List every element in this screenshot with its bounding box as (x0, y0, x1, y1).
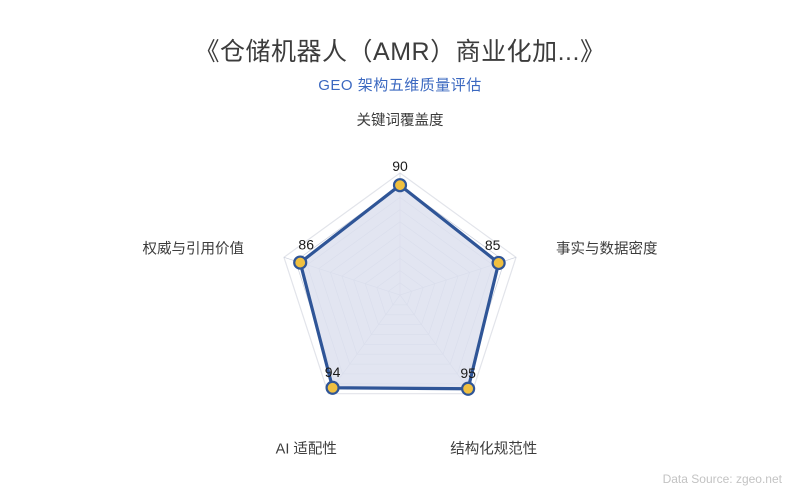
radar-value-label: 86 (298, 237, 314, 253)
radar-grid-ring (283, 172, 517, 395)
page-subtitle: GEO 架构五维质量评估 (318, 77, 482, 94)
radar-data-point[interactable] (491, 255, 506, 271)
radar-value-label: 85 (485, 237, 501, 253)
radar-data-point[interactable] (325, 380, 340, 395)
radar-value-label: 90 (392, 158, 408, 174)
page-title: 《仓储机器人（AMR）商业化加...》 (194, 38, 606, 66)
radar-data-point[interactable] (293, 255, 308, 270)
radar-axis-label: AI 适配性 (276, 441, 337, 458)
radar-series-polygon (298, 183, 501, 391)
radar-data-point[interactable] (392, 178, 408, 193)
radar-axis-label: 关键词覆盖度 (357, 112, 444, 129)
radar-axis-label: 事实与数据密度 (556, 240, 658, 257)
radar-series-area (298, 183, 501, 391)
data-source-label: Data Source: zgeo.net (662, 472, 782, 486)
radar-data-point[interactable] (461, 381, 476, 396)
radar-value-labels: 90 85 95 94 86 (298, 158, 500, 381)
radar-value-label: 94 (325, 364, 341, 380)
radar-series-markers (293, 178, 506, 396)
radar-value-label: 95 (460, 365, 476, 381)
radar-axis-label: 结构化规范性 (450, 441, 537, 458)
radar-axis-label: 权威与引用价值 (142, 240, 244, 257)
